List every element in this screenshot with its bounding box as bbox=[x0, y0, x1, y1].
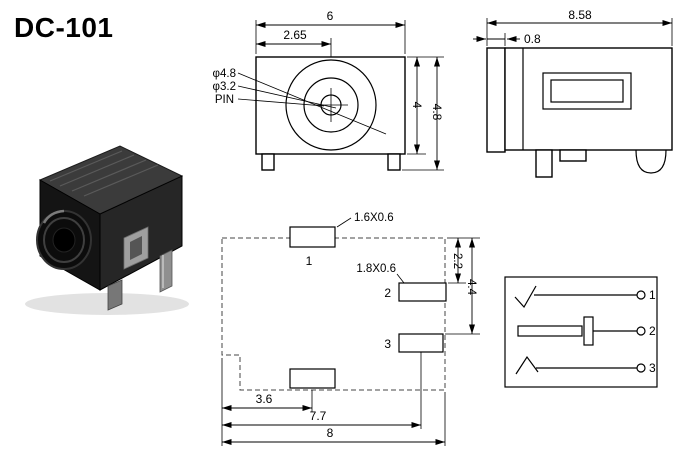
pad-3 bbox=[398, 333, 444, 353]
footprint-centerlines bbox=[221, 352, 446, 446]
footprint-dim-8-label: 8 bbox=[327, 426, 334, 440]
front-dim-width-label: 6 bbox=[327, 9, 334, 23]
footprint-right-dims: 2.2 4.4 bbox=[445, 237, 480, 335]
front-leader-lines bbox=[237, 72, 387, 135]
schematic-terminal-1 bbox=[636, 290, 646, 300]
side-slot-inner bbox=[550, 79, 624, 103]
schematic-center-pin-icon bbox=[517, 325, 583, 337]
schematic-spring-contact-icon bbox=[515, 355, 539, 375]
schematic-terminal-2 bbox=[636, 326, 646, 336]
footprint-view: 1.6X0.6 1.8X0.6 1 2 3 2.2 4.4 3.6 7.7 bbox=[221, 212, 480, 446]
schematic-switch-contact-icon bbox=[514, 285, 537, 309]
pad-1 bbox=[289, 226, 336, 248]
footprint-dim-3-6-label: 3.6 bbox=[256, 392, 273, 406]
front-label-pin: PIN bbox=[215, 94, 234, 106]
side-dim-flange: 0.8 bbox=[473, 32, 541, 46]
pad2-size-leader bbox=[396, 273, 405, 284]
front-middle-circle bbox=[303, 77, 359, 133]
front-view: 6 2.65 φ4.8 φ3.2 bbox=[213, 9, 444, 171]
schematic-pin2-label: 2 bbox=[649, 324, 656, 338]
part-number-title: DC-101 bbox=[14, 12, 114, 43]
schematic-pin1-label: 1 bbox=[649, 288, 656, 302]
side-step bbox=[559, 149, 587, 162]
jack-barrel-ring bbox=[43, 217, 85, 263]
front-dim-pin-offset-label: 2.65 bbox=[283, 28, 307, 42]
product-photo bbox=[25, 145, 189, 315]
front-center-crosshair bbox=[314, 88, 348, 122]
front-dim-pin-offset: 2.65 bbox=[256, 28, 332, 60]
side-dim-length-label: 8.58 bbox=[568, 8, 592, 22]
pad-bottom bbox=[289, 368, 336, 389]
front-dim-width: 6 bbox=[255, 9, 406, 54]
side-view: 8.58 0.8 bbox=[473, 8, 673, 178]
front-leg-left bbox=[261, 153, 275, 171]
schematic-pin1: 1 bbox=[514, 285, 656, 309]
pad3-number: 3 bbox=[384, 337, 391, 351]
front-label-outer-dia: φ4.8 bbox=[213, 68, 236, 80]
front-leg-right bbox=[387, 153, 401, 171]
jack-side-latch-slot bbox=[130, 236, 142, 260]
footprint-outline bbox=[221, 237, 446, 391]
footprint-bottom-dims: 3.6 7.7 8 bbox=[222, 392, 445, 445]
front-outer-circle bbox=[285, 59, 377, 151]
pad2-number: 2 bbox=[384, 286, 391, 300]
schematic-center-pin-cap bbox=[583, 316, 594, 346]
pad1-size-leader bbox=[336, 217, 352, 228]
front-label-inner-dia: φ3.2 bbox=[213, 81, 236, 93]
side-bump bbox=[635, 149, 667, 174]
front-dim-overall-height-label: 4.8 bbox=[430, 104, 444, 121]
pad1-number: 1 bbox=[306, 254, 313, 268]
side-slot-outer bbox=[542, 72, 632, 110]
side-dim-length: 8.58 bbox=[486, 8, 673, 46]
front-dim-heights: 4 4.8 bbox=[402, 56, 444, 171]
footprint-dim-7-7-label: 7.7 bbox=[310, 409, 327, 423]
schematic-pin3-label: 3 bbox=[649, 361, 656, 375]
schematic-terminal-3 bbox=[636, 363, 646, 373]
pad1-size-label: 1.6X0.6 bbox=[354, 212, 394, 224]
jack-barrel-hole bbox=[52, 227, 76, 253]
jack-pin-right bbox=[159, 249, 173, 293]
photo-shadow bbox=[25, 293, 189, 315]
footprint-dim-4-4-label: 4.4 bbox=[465, 279, 477, 296]
jack-top-texture bbox=[49, 150, 159, 197]
footprint-dim-2-2-label: 2.2 bbox=[451, 253, 463, 269]
side-flange-plate bbox=[486, 47, 506, 153]
side-pin-left bbox=[535, 149, 553, 178]
schematic-pin3: 3 bbox=[515, 355, 656, 375]
side-body bbox=[504, 47, 673, 151]
front-body bbox=[255, 56, 406, 155]
pad2-size-label: 1.8X0.6 bbox=[356, 263, 396, 275]
schematic-view: 1 2 3 bbox=[504, 276, 658, 388]
jack-leg-bottom bbox=[107, 279, 123, 311]
pad-2 bbox=[398, 282, 447, 302]
jack-barrel-highlight bbox=[42, 209, 65, 224]
schematic-pin2: 2 bbox=[517, 316, 656, 346]
side-dim-flange-label: 0.8 bbox=[524, 32, 541, 46]
front-dim-inner-height-label: 4 bbox=[410, 102, 424, 109]
